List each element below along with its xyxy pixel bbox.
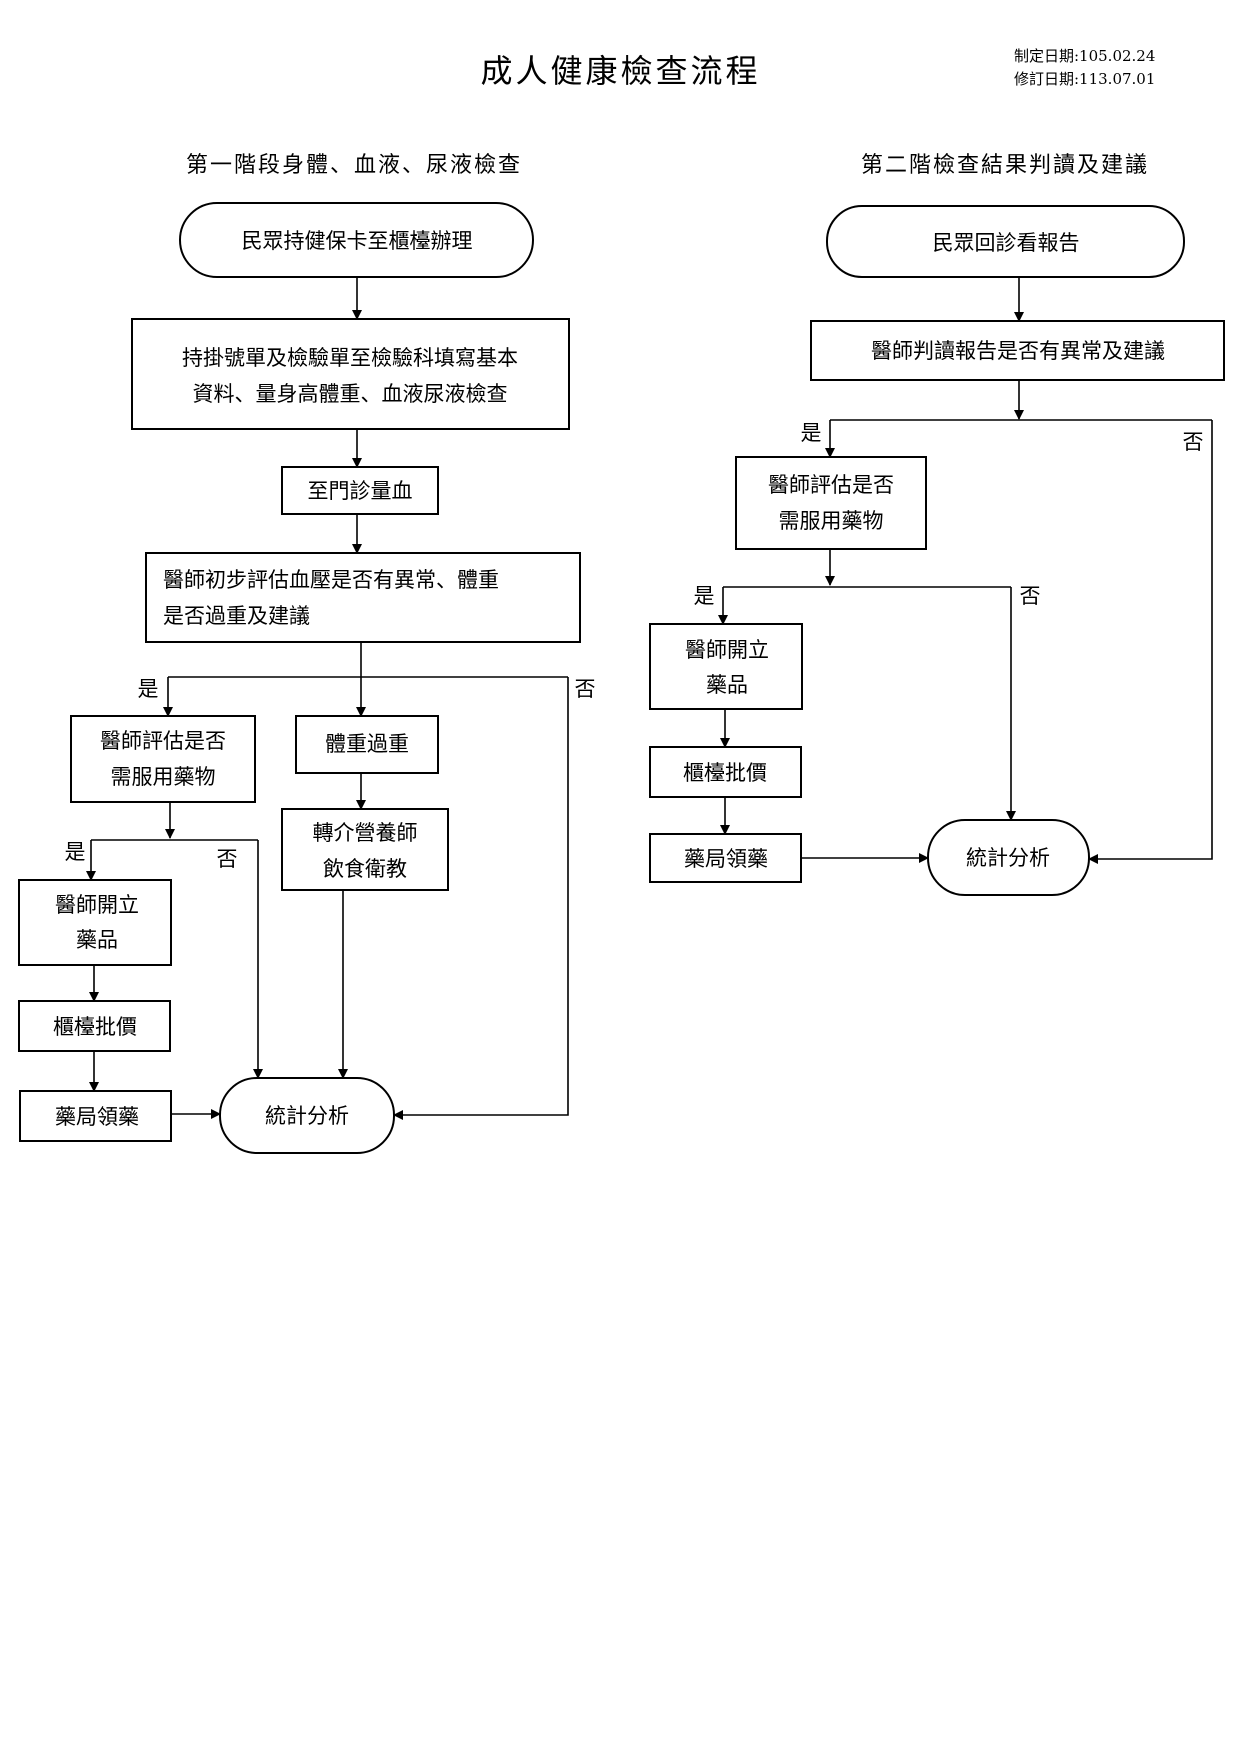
s2-read-report-text: 醫師判讀報告是否有異常及建議 xyxy=(871,339,1165,363)
s2-med-no-label: 否 xyxy=(1020,584,1041,608)
s1-start-text: 民眾持健保卡至櫃檯辦理 xyxy=(242,229,473,253)
s2-arrow-no-stats xyxy=(1088,420,1213,864)
s1-eval-box xyxy=(145,552,581,643)
s2-no-label: 否 xyxy=(1183,430,1204,454)
s1-pharmacy-text: 藥局領藥 xyxy=(55,1105,139,1129)
s1-eval-text-1: 醫師初步評估血壓是否有異常、體重 xyxy=(163,568,499,592)
s1-overweight-text: 體重過重 xyxy=(325,732,409,756)
stage2-heading: 第二階檢查結果判讀及建議 xyxy=(861,153,1150,178)
s1-med-eval-text-2: 需服用藥物 xyxy=(111,765,216,789)
s2-med-eval-text-2: 需服用藥物 xyxy=(779,509,884,533)
s2-start-text: 民眾回診看報告 xyxy=(933,231,1080,255)
s2-stats-text: 統計分析 xyxy=(966,846,1050,870)
document-dates: 制定日期:105.02.24 修訂日期:113.07.01 xyxy=(1014,45,1155,91)
s1-eval-text-2: 是否過重及建議 xyxy=(163,604,310,628)
s1-stats-text: 統計分析 xyxy=(265,1104,349,1128)
page-title: 成人健康檢查流程 xyxy=(480,52,761,90)
s2-med-yes-label: 是 xyxy=(694,584,715,608)
s2-prescribe-text-2: 藥品 xyxy=(706,673,748,697)
s1-arrow-no-stats xyxy=(393,677,569,1120)
stage1-heading: 第一階段身體、血液、尿液檢查 xyxy=(186,153,523,178)
s1-overweight-box xyxy=(295,715,439,774)
s1-lab-box xyxy=(131,318,570,430)
s2-med-eval-text-1: 醫師評估是否 xyxy=(768,473,894,497)
s2-pharmacy-text: 藥局領藥 xyxy=(684,847,768,871)
s1-prescribe-text-2: 藥品 xyxy=(76,928,118,952)
established-date: 制定日期:105.02.24 xyxy=(1014,47,1156,65)
s2-yes-label: 是 xyxy=(801,421,822,445)
s1-no-label: 否 xyxy=(575,677,596,701)
s1-lab-text-1: 持掛號單及檢驗單至檢驗科填寫基本 xyxy=(182,346,518,370)
s1-yes-label: 是 xyxy=(138,677,159,701)
s1-prescribe-text-1: 醫師開立 xyxy=(55,893,139,917)
revised-date: 修訂日期:113.07.01 xyxy=(1014,70,1156,88)
s1-bp-text: 至門診量血 xyxy=(308,479,413,503)
s1-med-no-label: 否 xyxy=(217,847,238,871)
s2-start-terminal xyxy=(826,205,1185,278)
s1-referral-text-1: 轉介營養師 xyxy=(313,821,418,845)
s2-med-eval-box xyxy=(735,456,927,550)
s2-prescribe-text-1: 醫師開立 xyxy=(685,638,769,662)
s1-med-eval-text-1: 醫師評估是否 xyxy=(100,729,226,753)
s2-billing-text: 櫃檯批價 xyxy=(683,761,767,785)
s1-lab-text-2: 資料、量身高體重、血液尿液檢查 xyxy=(193,382,508,406)
s1-referral-text-2: 飲食衛教 xyxy=(323,857,407,881)
s1-billing-text: 櫃檯批價 xyxy=(53,1015,137,1039)
s1-med-yes-label: 是 xyxy=(65,840,86,864)
